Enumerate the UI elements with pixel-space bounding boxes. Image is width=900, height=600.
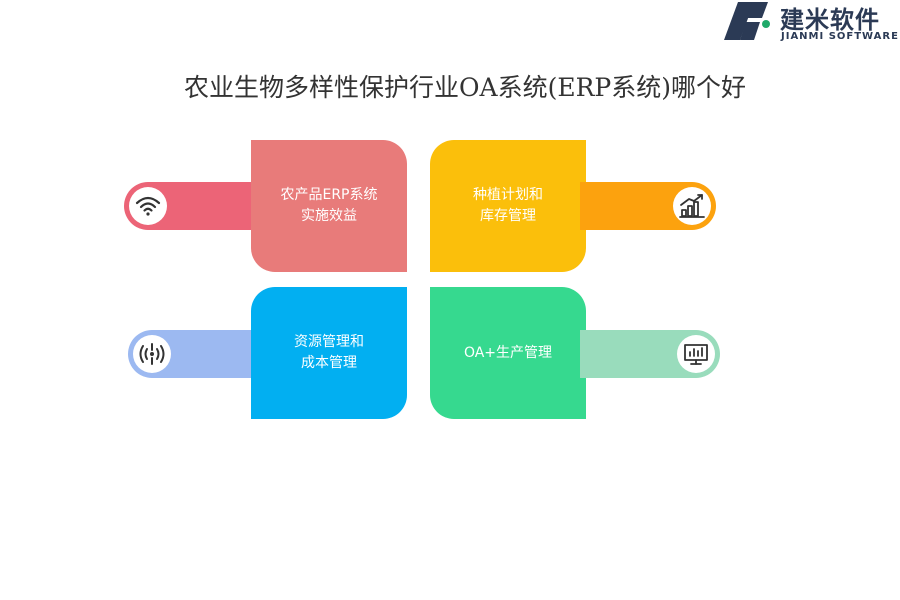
card-resource-cost: 资源管理和 成本管理 xyxy=(251,287,407,419)
card-label: 种植计划和 库存管理 xyxy=(473,187,543,224)
tab-3 xyxy=(128,330,256,378)
tab-4 xyxy=(580,330,720,378)
tab-1 xyxy=(124,182,256,230)
card-label: 资源管理和 成本管理 xyxy=(294,334,364,371)
card-label: 农产品ERP系统 实施效益 xyxy=(280,187,378,224)
card-oa-production: OA+生产管理 xyxy=(430,287,586,419)
logo-mark-icon xyxy=(724,2,770,40)
card-erp-benefits: 农产品ERP系统 实施效益 xyxy=(251,140,407,272)
bar-chart-growth-icon xyxy=(679,194,705,218)
logo-english-name: JIANMI SOFTWARE xyxy=(781,31,899,42)
icon-circle-4 xyxy=(677,335,715,373)
broadcast-icon xyxy=(139,343,165,365)
brand-logo: 建米软件 JIANMI SOFTWARE xyxy=(724,0,900,46)
card-planting-inventory: 种植计划和 库存管理 xyxy=(430,140,586,272)
icon-circle-3 xyxy=(133,335,171,373)
page-title: 农业生物多样性保护行业OA系统(ERP系统)哪个好 xyxy=(184,73,746,102)
wifi-icon xyxy=(135,196,161,216)
logo-chinese-name: 建米软件 xyxy=(780,6,880,34)
icon-circle-2 xyxy=(673,187,711,225)
card-label: OA+生产管理 xyxy=(463,344,553,361)
tab-2 xyxy=(580,182,716,230)
monitor-chart-icon xyxy=(684,344,708,365)
icon-circle-1 xyxy=(129,187,167,225)
